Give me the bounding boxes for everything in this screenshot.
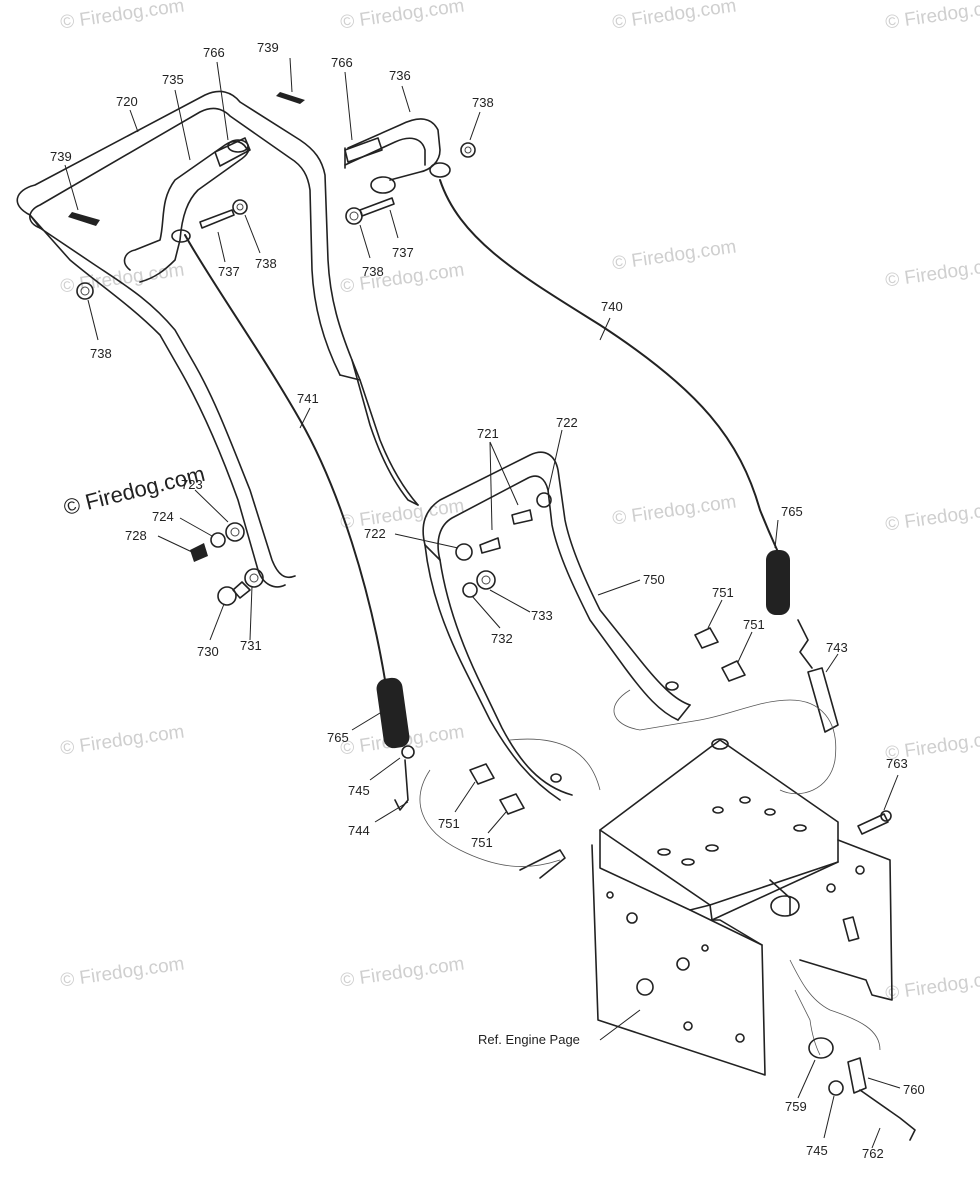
clevis-pin	[199, 197, 395, 229]
callout-labels: 766 739 766 736 735 720 738 739 737 738 …	[50, 40, 925, 1161]
callout-720: 720	[116, 94, 138, 109]
callout-759: 759	[785, 1099, 807, 1114]
callout-743: 743	[826, 640, 848, 655]
callout-722: 722	[364, 526, 386, 541]
cable-boot	[376, 550, 790, 749]
upper-handle	[16, 90, 419, 588]
callout-751: 751	[438, 816, 460, 831]
callout-745: 745	[806, 1143, 828, 1158]
callout-723: 723	[181, 477, 203, 492]
callout-724: 724	[152, 509, 174, 524]
bolt-assembly	[455, 492, 552, 598]
hex-bolt	[469, 627, 746, 815]
callout-737: 737	[392, 245, 414, 260]
callout-763: 763	[886, 756, 908, 771]
callout-722: 722	[556, 415, 578, 430]
fastener-kit	[190, 522, 264, 606]
control-cable	[184, 179, 779, 681]
handle-spacer	[214, 137, 383, 167]
callout-738: 738	[90, 346, 112, 361]
callout-731: 731	[240, 638, 262, 653]
callout-762: 762	[862, 1146, 884, 1161]
cable-clamp	[808, 1037, 916, 1141]
reference-label: Ref. Engine Page	[478, 1032, 580, 1047]
callout-744: 744	[348, 823, 370, 838]
callout-735: 735	[162, 72, 184, 87]
callout-766: 766	[203, 45, 225, 60]
callout-736: 736	[389, 68, 411, 83]
callout-721: 721	[477, 426, 499, 441]
carriage-bolt	[857, 810, 892, 835]
callout-738: 738	[472, 95, 494, 110]
callout-738: 738	[255, 256, 277, 271]
callout-732: 732	[491, 631, 513, 646]
callout-741: 741	[297, 391, 319, 406]
callout-737: 737	[218, 264, 240, 279]
callout-751: 751	[471, 835, 493, 850]
latch-bracket	[344, 118, 451, 194]
callout-740: 740	[601, 299, 623, 314]
callout-760: 760	[903, 1082, 925, 1097]
callout-738: 738	[362, 264, 384, 279]
callout-765: 765	[327, 730, 349, 745]
cable-spring	[394, 745, 415, 811]
callout-739: 739	[50, 149, 72, 164]
callout-751: 751	[712, 585, 734, 600]
callout-751: 751	[743, 617, 765, 632]
callout-765: 765	[781, 504, 803, 519]
callout-750: 750	[643, 572, 665, 587]
cable-link	[797, 619, 839, 733]
callout-766: 766	[331, 55, 353, 70]
mounting-frame	[519, 738, 893, 1076]
callout-745: 745	[348, 783, 370, 798]
ghost-outline	[419, 689, 881, 1056]
callout-728: 728	[125, 528, 147, 543]
leader-lines	[64, 57, 901, 1149]
lower-handle	[422, 451, 691, 801]
callout-733: 733	[531, 608, 553, 623]
grip-pad	[68, 92, 305, 226]
callout-730: 730	[197, 644, 219, 659]
hex-nut	[76, 142, 476, 300]
callout-739: 739	[257, 40, 279, 55]
